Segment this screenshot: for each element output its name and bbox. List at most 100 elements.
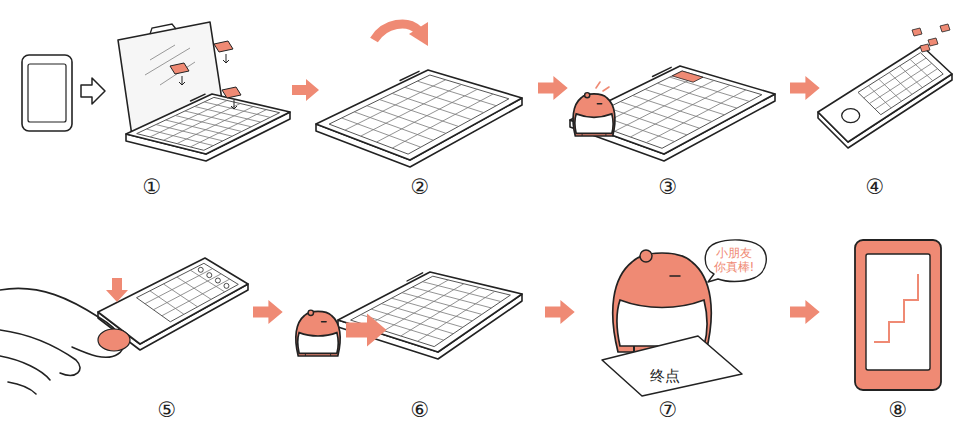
mat-outline (602, 336, 742, 396)
board-6-grid-line (401, 288, 480, 336)
board-3-grid-line (615, 80, 714, 131)
board-1-grid-line (156, 125, 223, 141)
board-6-grid-line (417, 291, 494, 341)
capybara-shirt (575, 114, 613, 134)
board-6-grid-line (367, 280, 448, 325)
move-arrow (346, 314, 387, 347)
board-1-top (126, 94, 290, 154)
hollow-arrow (81, 78, 105, 104)
node-outline (600, 332, 745, 398)
board-1-grid-line (185, 111, 251, 127)
icon-dot (224, 283, 229, 288)
board-2-grid-line (380, 100, 459, 127)
alert-marks (596, 82, 609, 91)
speech-bubble: 小朋友 你真棒! (700, 238, 768, 290)
board-2-grid-line (361, 85, 462, 137)
board-3-grid-line (630, 85, 730, 137)
glass-tab (150, 24, 176, 34)
phone-4 (818, 46, 952, 148)
path-line (874, 274, 918, 342)
capybara-feet (582, 133, 606, 136)
drop-mark (223, 54, 229, 63)
board-6-grid-line (402, 293, 482, 315)
step-arrow (790, 76, 820, 100)
board-6-top (338, 272, 522, 352)
callout-number: ③ (659, 177, 678, 198)
board-3-grid-line (620, 102, 699, 129)
phone-icon (22, 55, 72, 131)
board-3-grid-line (608, 108, 687, 135)
phone-5-grid-frame (137, 263, 239, 322)
board-2 (316, 70, 522, 167)
phone-5-grid-line (145, 269, 213, 304)
falling-piece (920, 44, 930, 52)
step-arrow (545, 300, 575, 324)
board-1-grid-line (146, 129, 213, 146)
capybara-ear (585, 93, 590, 98)
flip-arrow-head (409, 22, 428, 46)
falling-piece (940, 24, 950, 32)
board-tab (653, 67, 672, 76)
capybara-eye (322, 321, 327, 323)
capybara-shirt (298, 333, 339, 354)
capybara-body (296, 311, 340, 356)
drop-mark (179, 76, 185, 85)
callout-number: ⑦ (659, 400, 678, 421)
step-arrow (292, 79, 319, 101)
flip-arrow (374, 24, 418, 40)
speech-text: 小朋友 你真棒! (710, 247, 758, 275)
board-3-grid-line (645, 89, 724, 114)
board-3-grid-line (633, 95, 712, 121)
icon-dot (215, 278, 220, 283)
phone-4-grid-line (864, 58, 926, 98)
callout-number: ⑧ (889, 400, 908, 421)
board-2-grid-line (417, 81, 496, 106)
capybara-body (573, 94, 615, 136)
board-2-grid-line (376, 89, 477, 142)
node-text: 终点 (640, 368, 690, 385)
phone-4-grid-line (869, 63, 931, 103)
board-6 (338, 272, 522, 359)
icon-dot (198, 267, 203, 272)
capybara-figure (296, 310, 340, 356)
board-tab (191, 94, 206, 101)
capybara-feet (305, 353, 330, 356)
board-6-grid-line (392, 298, 473, 321)
step-arrow (538, 76, 568, 100)
falling-piece (928, 38, 938, 46)
board-tab (400, 71, 419, 80)
board-1-grid-line (190, 110, 266, 147)
capybara-figure (573, 93, 615, 136)
phone-4-top (818, 46, 952, 142)
finish-mat: 终点 (600, 332, 745, 398)
board-1-grid-line (166, 120, 233, 136)
finger-tip (98, 329, 130, 351)
board-1-grid-line (204, 102, 270, 117)
board-2-grid-line (354, 112, 433, 140)
board-3 (570, 66, 775, 161)
down-arrow (106, 278, 128, 302)
capybara-ear (308, 310, 313, 315)
callout-number: ⑥ (411, 400, 430, 421)
goal-corner (672, 71, 703, 82)
piece-square (222, 87, 241, 98)
drop-mark (231, 100, 237, 109)
board-1-grid-line (164, 104, 241, 141)
board-1 (126, 94, 290, 161)
board-2-grid-frame (329, 75, 509, 154)
phone-8-screen (866, 254, 930, 370)
board-1-grid-line (150, 100, 227, 136)
glass-gloss (145, 45, 195, 85)
phone-4-grid-line (875, 69, 937, 109)
board-1-grid-frame (137, 97, 280, 150)
callout-number: ⑤ (158, 400, 177, 421)
phone-8 (855, 240, 941, 390)
capybara-eye (670, 275, 680, 277)
board-tab (407, 273, 423, 281)
board-3-grid-line (657, 83, 737, 108)
phone-5-grid-line (153, 274, 221, 310)
board-2-grid-line (405, 87, 484, 112)
capybara-ear (640, 250, 652, 262)
callout-number: ① (143, 177, 162, 198)
